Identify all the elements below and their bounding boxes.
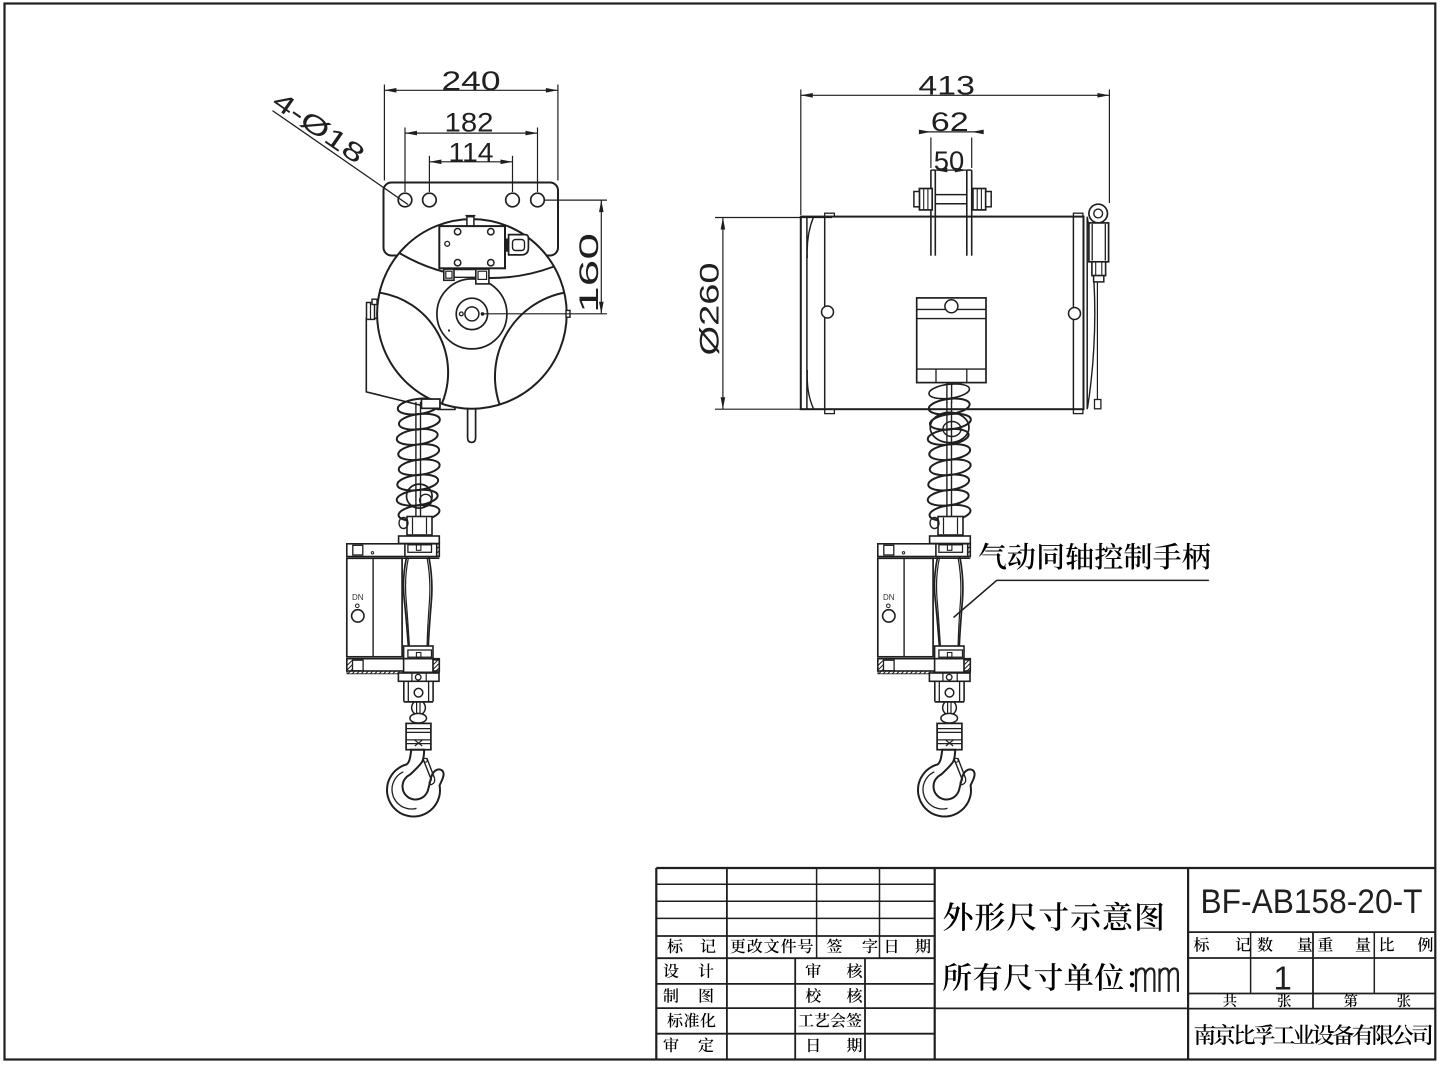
svg-text:DN: DN (352, 593, 364, 602)
svg-text:182: 182 (445, 108, 494, 138)
svg-text:160: 160 (574, 233, 604, 313)
svg-text:114: 114 (449, 137, 494, 167)
svg-text:Ø260: Ø260 (695, 263, 725, 356)
svg-text:BF-AB158-20-T: BF-AB158-20-T (1201, 883, 1423, 921)
svg-text:240: 240 (442, 66, 501, 96)
svg-text:1: 1 (1274, 960, 1292, 997)
svg-text:413: 413 (918, 71, 975, 101)
svg-text:50: 50 (934, 146, 965, 176)
svg-text:62: 62 (931, 107, 969, 137)
